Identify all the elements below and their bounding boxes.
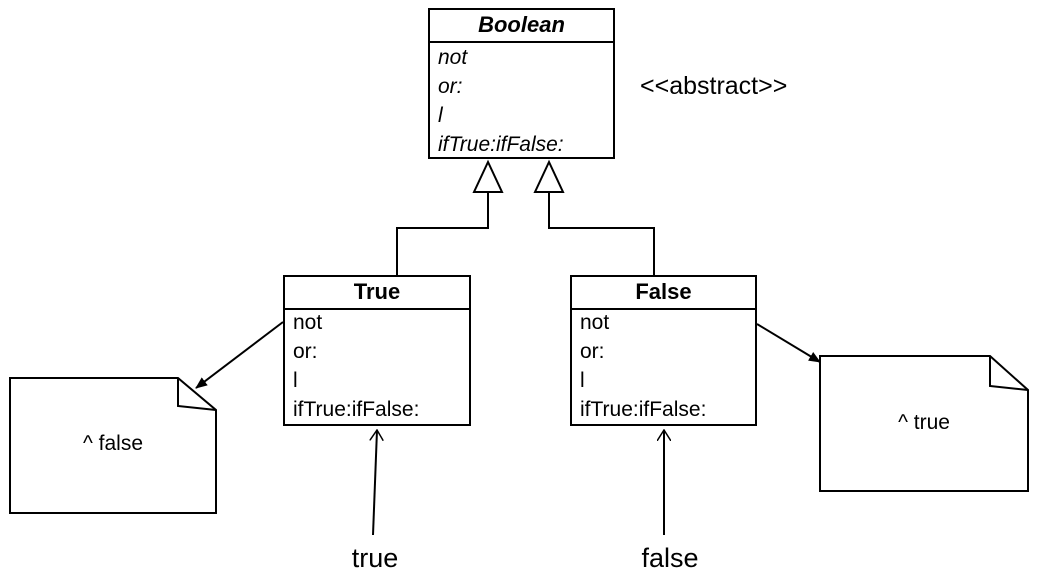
arrow-true-to-note xyxy=(195,321,284,389)
boolean-class-name: Boolean xyxy=(430,10,613,43)
method-iftrue-iffalse: ifTrue:ifFalse: xyxy=(293,398,420,421)
note-true-fold xyxy=(989,356,1029,391)
arrow-false-to-note xyxy=(756,323,821,363)
instance-label-false: false xyxy=(641,543,699,573)
boolean-class-box: Boolean not or: l ifTrue:ifFalse: xyxy=(428,8,615,159)
method-not: not xyxy=(293,311,323,334)
false-class-box: False not or: l ifTrue:ifFalse: xyxy=(570,275,757,426)
note-false-fold xyxy=(177,378,217,411)
inheritance-triangle-false xyxy=(533,159,565,193)
arrow-instance-true xyxy=(373,430,377,536)
note-true-shape xyxy=(819,355,1029,492)
true-class-name: True xyxy=(285,277,469,310)
method-or: or: xyxy=(293,340,318,363)
method-iftrue-iffalse: ifTrue:ifFalse: xyxy=(580,398,707,421)
inheritance-triangle-true xyxy=(472,159,504,193)
method-iftrue-iffalse: ifTrue:ifFalse: xyxy=(438,133,564,156)
note-false-text: ^ false xyxy=(82,432,144,455)
abstract-stereotype-label: <<abstract>> xyxy=(640,72,788,100)
method-l: l xyxy=(580,369,585,392)
method-l: l xyxy=(293,369,298,392)
note-true-text: ^ true xyxy=(898,411,950,434)
method-not: not xyxy=(580,311,610,334)
method-or: or: xyxy=(580,340,605,363)
inheritance-line-true xyxy=(396,192,489,275)
true-method-list: not or: l ifTrue:ifFalse: xyxy=(293,308,419,424)
method-or: or: xyxy=(438,75,463,98)
boolean-method-list: not or: l ifTrue:ifFalse: xyxy=(438,43,564,159)
inheritance-line-false xyxy=(548,192,655,275)
method-l: l xyxy=(438,104,443,127)
note-false-shape xyxy=(9,377,217,514)
instance-label-true: true xyxy=(351,543,399,573)
true-class-box: True not or: l ifTrue:ifFalse: xyxy=(283,275,471,426)
method-not: not xyxy=(438,46,468,69)
false-method-list: not or: l ifTrue:ifFalse: xyxy=(580,308,706,424)
false-class-name: False xyxy=(572,277,755,310)
